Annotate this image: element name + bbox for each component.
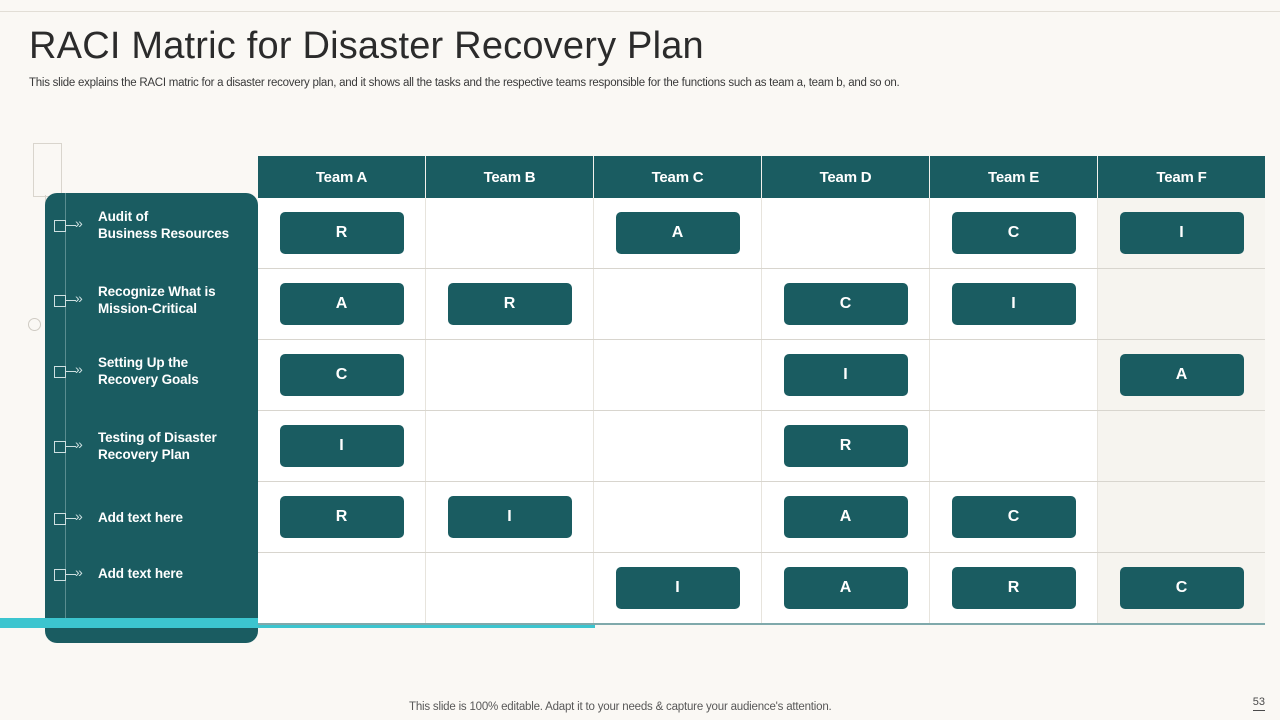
matrix-cell-r5-c5[interactable]: C	[929, 481, 1098, 553]
raci-chip-r[interactable]: R	[447, 283, 572, 325]
matrix-cell-r3-c4[interactable]: I	[761, 339, 930, 411]
matrix-cell-r6-c5[interactable]: R	[929, 552, 1098, 625]
task-list-item-label: Add text here	[98, 566, 183, 581]
raci-chip-r[interactable]: R	[279, 212, 404, 254]
page-title: RACI Matric for Disaster Recovery Plan	[29, 25, 704, 67]
square-arrow-icon: »	[54, 290, 98, 308]
matrix-cell-r2-c2[interactable]: R	[425, 268, 594, 340]
matrix-cell-r6-c6[interactable]: C	[1097, 552, 1265, 625]
matrix-cell-r6-c4[interactable]: A	[761, 552, 930, 625]
matrix-cell-r3-c2[interactable]	[425, 339, 594, 411]
matrix-cell-r2-c3[interactable]	[593, 268, 762, 340]
raci-chip-i[interactable]: I	[447, 496, 572, 538]
raci-chip-c[interactable]: C	[783, 283, 908, 325]
raci-chip-c[interactable]: C	[279, 354, 404, 396]
matrix-cell-r6-c3[interactable]: I	[593, 552, 762, 625]
footer-note: This slide is 100% editable. Adapt it to…	[409, 701, 832, 713]
matrix-cell-r5-c3[interactable]	[593, 481, 762, 553]
matrix-cell-r1-c2[interactable]	[425, 198, 594, 269]
matrix-cell-r5-c6[interactable]	[1097, 481, 1265, 553]
matrix-cell-r4-c6[interactable]	[1097, 410, 1265, 482]
raci-chip-a[interactable]: A	[783, 567, 908, 609]
matrix-cell-r4-c5[interactable]	[929, 410, 1098, 482]
matrix-cell-r5-c2[interactable]: I	[425, 481, 594, 553]
square-arrow-icon: »	[54, 564, 98, 582]
matrix-cell-r4-c4[interactable]: R	[761, 410, 930, 482]
matrix-cell-r3-c1[interactable]: C	[258, 339, 426, 411]
task-list-item-label: Add text here	[98, 510, 183, 525]
matrix-cell-r1-c4[interactable]	[761, 198, 930, 269]
square-arrow-icon: »	[54, 361, 98, 379]
raci-chip-i[interactable]: I	[1119, 212, 1244, 254]
raci-chip-r[interactable]: R	[783, 425, 908, 467]
matrix-cell-r5-c4[interactable]: A	[761, 481, 930, 553]
matrix-cell-r2-c1[interactable]: A	[258, 268, 426, 340]
top-divider	[0, 11, 1280, 12]
column-header-team-b[interactable]: Team B	[425, 156, 594, 198]
square-arrow-icon: »	[54, 436, 98, 454]
raci-chip-c[interactable]: C	[1119, 567, 1244, 609]
raci-chip-r[interactable]: R	[279, 496, 404, 538]
raci-chip-a[interactable]: A	[1119, 354, 1244, 396]
raci-chip-a[interactable]: A	[615, 212, 740, 254]
matrix-cell-r5-c1[interactable]: R	[258, 481, 426, 553]
raci-chip-c[interactable]: C	[951, 496, 1076, 538]
matrix-cell-r2-c6[interactable]	[1097, 268, 1265, 340]
task-list-spine	[65, 193, 66, 623]
raci-chip-i[interactable]: I	[951, 283, 1076, 325]
column-header-team-e[interactable]: Team E	[929, 156, 1098, 198]
raci-chip-i[interactable]: I	[279, 425, 404, 467]
matrix-cell-r1-c6[interactable]: I	[1097, 198, 1265, 269]
raci-chip-i[interactable]: I	[783, 354, 908, 396]
matrix-cell-r4-c3[interactable]	[593, 410, 762, 482]
raci-chip-i[interactable]: I	[615, 567, 740, 609]
raci-chip-c[interactable]: C	[951, 212, 1076, 254]
column-header-team-f[interactable]: Team F	[1097, 156, 1265, 198]
matrix-cell-r2-c5[interactable]: I	[929, 268, 1098, 340]
matrix-cell-r4-c1[interactable]: I	[258, 410, 426, 482]
raci-chip-a[interactable]: A	[783, 496, 908, 538]
matrix-cell-r2-c4[interactable]: C	[761, 268, 930, 340]
matrix-cell-r6-c1[interactable]	[258, 552, 426, 625]
raci-chip-a[interactable]: A	[279, 283, 404, 325]
task-list-item-5[interactable]: »Add text here	[45, 508, 258, 526]
matrix-cell-r3-c5[interactable]	[929, 339, 1098, 411]
column-header-team-d[interactable]: Team D	[761, 156, 930, 198]
page-subtitle: This slide explains the RACI matric for …	[29, 77, 900, 89]
square-arrow-icon: »	[54, 508, 98, 526]
task-list-item-6[interactable]: »Add text here	[45, 564, 258, 582]
raci-chip-r[interactable]: R	[951, 567, 1076, 609]
column-header-team-a[interactable]: Team A	[258, 156, 426, 198]
matrix-cell-r1-c1[interactable]: R	[258, 198, 426, 269]
matrix-cell-r3-c3[interactable]	[593, 339, 762, 411]
matrix-cell-r1-c3[interactable]: A	[593, 198, 762, 269]
matrix-cell-r4-c2[interactable]	[425, 410, 594, 482]
column-header-team-c[interactable]: Team C	[593, 156, 762, 198]
matrix-cell-r3-c6[interactable]: A	[1097, 339, 1265, 411]
square-arrow-icon: »	[54, 215, 98, 233]
matrix-cell-r6-c2[interactable]	[425, 552, 594, 625]
page-number: 53	[1252, 696, 1265, 711]
decorative-outline-rect	[33, 143, 62, 197]
matrix-cell-r1-c5[interactable]: C	[929, 198, 1098, 269]
decorative-circle	[28, 318, 41, 331]
task-list-panel	[45, 193, 258, 643]
